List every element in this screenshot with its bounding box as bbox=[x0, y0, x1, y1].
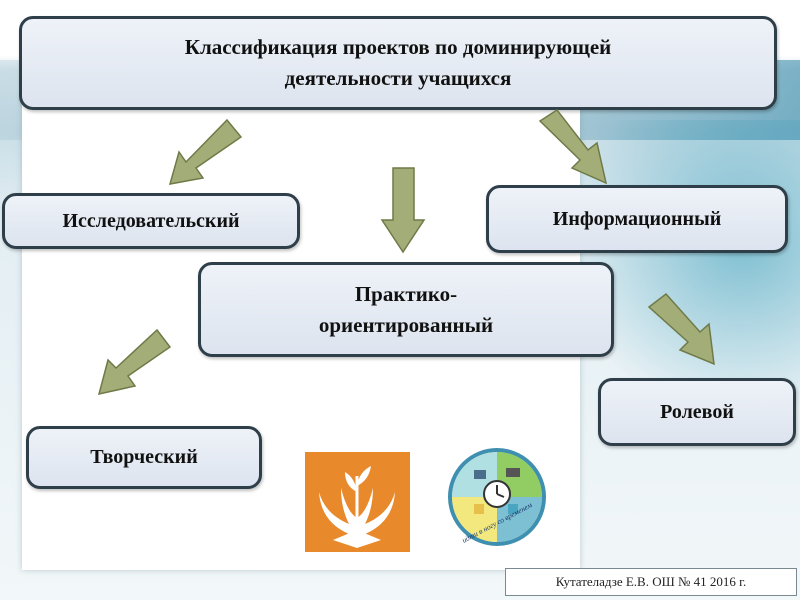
node-creative-label: Творческий bbox=[90, 446, 198, 468]
node-research: Исследовательский bbox=[2, 193, 300, 249]
footer-credit-text: Кутателадзе Е.В. ОШ № 41 2016 г. bbox=[555, 574, 747, 589]
node-practical-line-1: Практико- bbox=[354, 281, 458, 306]
arrow-to-informational bbox=[538, 108, 608, 185]
arrow-to-practical bbox=[380, 167, 426, 254]
arrow-to-role bbox=[647, 292, 715, 366]
title-box: Классификация проектов по доминирующей д… bbox=[19, 16, 777, 110]
node-informational-label: Информационный bbox=[552, 207, 722, 230]
arrow-to-creative bbox=[97, 328, 172, 395]
node-role: Ролевой bbox=[598, 378, 796, 446]
node-role-label: Ролевой bbox=[660, 400, 734, 423]
hands-sprout-icon bbox=[305, 452, 410, 552]
arrow-to-research bbox=[168, 118, 243, 185]
time-logo: идти в ногу со временем bbox=[444, 444, 550, 550]
title-line-2: деятельности учащихся bbox=[284, 66, 512, 90]
title-line-1: Классификация проектов по доминирующей bbox=[184, 35, 612, 59]
node-informational: Информационный bbox=[486, 185, 788, 253]
footer-credit: Кутателадзе Е.В. ОШ № 41 2016 г. bbox=[505, 568, 797, 596]
node-practical: Практико- ориентированный bbox=[198, 262, 614, 357]
node-creative: Творческий bbox=[26, 426, 262, 489]
school-logo-hands bbox=[305, 452, 410, 552]
clock-circle-icon bbox=[448, 448, 546, 546]
node-practical-line-2: ориентированный bbox=[318, 312, 494, 337]
node-research-label: Исследовательский bbox=[62, 209, 240, 232]
